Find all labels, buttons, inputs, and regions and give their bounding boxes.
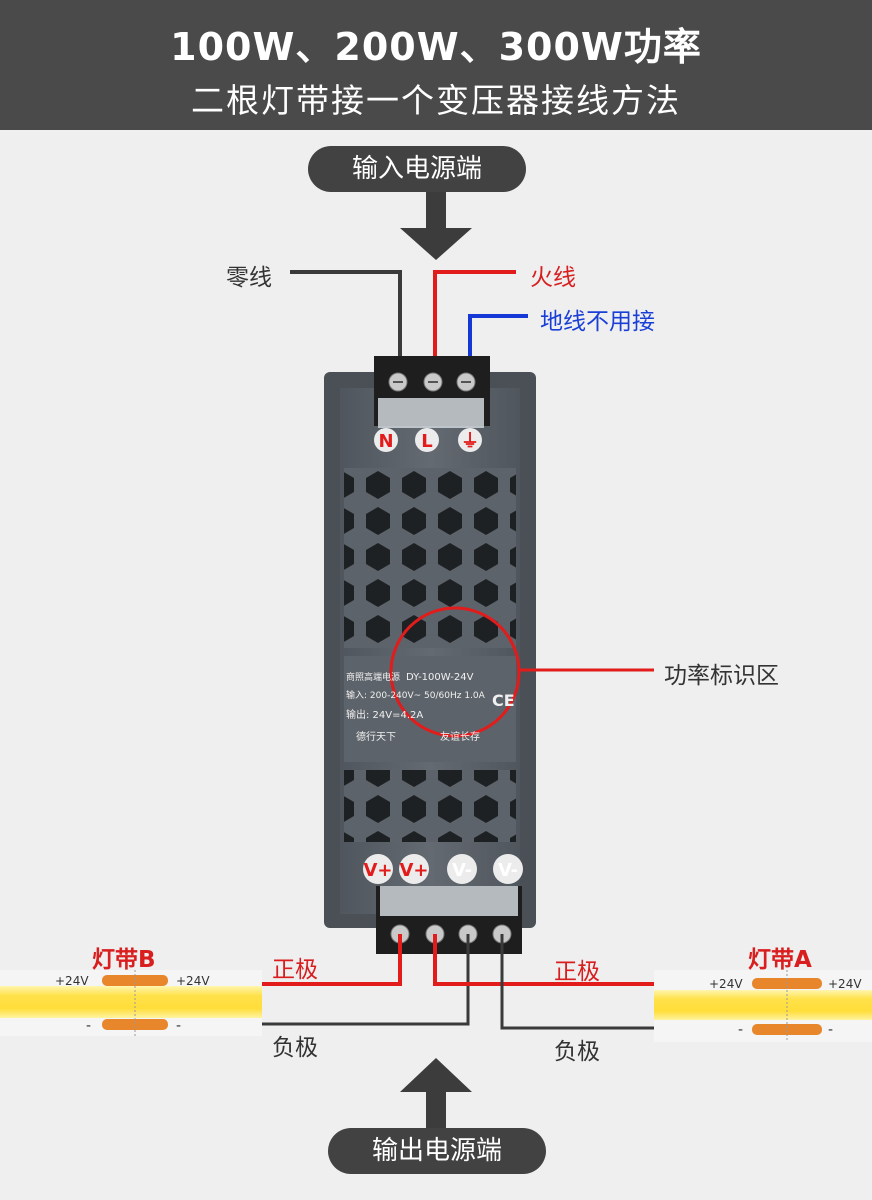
strip-b-positive-wire xyxy=(262,934,402,986)
terminal-v-minus-2: V- xyxy=(498,860,518,881)
strip-a-plus-left: +24V xyxy=(709,977,743,991)
strip-a-negative-wire xyxy=(500,934,654,1030)
strip-b-plus-right: +24V xyxy=(176,974,210,988)
strip-a-minus-left: - xyxy=(738,1022,743,1038)
power-supply-body xyxy=(324,372,536,928)
nameplate-slogan-left: 德行天下 xyxy=(356,730,396,743)
strip-b-title: 灯带B xyxy=(92,947,156,973)
nameplate-input: 输入: 200-240V~ 50/60Hz 1.0A xyxy=(346,689,486,701)
neutral-wire-label: 零线 xyxy=(226,265,272,291)
output-arrow-icon xyxy=(400,1058,472,1130)
terminal-v-plus-1: V+ xyxy=(363,860,392,881)
strip-b-negative-label: 负极 xyxy=(272,1035,318,1061)
strip-a-title: 灯带A xyxy=(748,947,812,973)
strip-a-minus-right: - xyxy=(828,1022,833,1038)
input-power-label: 输入电源端 xyxy=(308,146,526,192)
nameplate-output: 输出: 24V=4.2A xyxy=(346,708,423,721)
terminal-v-plus-2: V+ xyxy=(399,860,428,881)
ground-wire-label: 地线不用接 xyxy=(540,309,655,335)
strip-b-minus-right: - xyxy=(176,1018,181,1034)
terminal-v-minus-1: V- xyxy=(452,860,472,881)
power-mark-label: 功率标识区 xyxy=(664,663,779,689)
ce-mark: CE xyxy=(492,691,515,710)
strip-a-plus-right: +24V xyxy=(828,977,862,991)
output-power-label: 输出电源端 xyxy=(328,1128,546,1174)
nameplate-brand: 商照高端电源 xyxy=(346,671,400,683)
page-subtitle: 二根灯带接一个变压器接线方法 xyxy=(191,81,681,120)
top-terminal-labels: N L ⏚ xyxy=(374,428,482,452)
led-strip-b xyxy=(0,970,262,1036)
strip-a-negative-label: 负极 xyxy=(554,1039,600,1065)
strip-a-positive-label: 正极 xyxy=(554,959,600,985)
input-arrow-icon xyxy=(400,192,472,260)
nameplate-model: DY-100W-24V xyxy=(406,672,474,683)
strip-b-negative-wire xyxy=(262,934,470,1026)
terminal-l-label: L xyxy=(421,431,432,452)
output-terminal-block xyxy=(376,886,522,954)
terminal-ground-label: ⏚ xyxy=(461,431,479,452)
nameplate: 商照高端电源 DY-100W-24V 输入: 200-240V~ 50/60Hz… xyxy=(346,671,515,743)
power-mark-circle xyxy=(389,606,521,738)
nameplate-slogan-right: 友谊长存 xyxy=(440,730,480,743)
live-wire xyxy=(433,270,516,380)
header-banner: 100W、200W、300W功率 二根灯带接一个变压器接线方法 xyxy=(0,0,872,130)
live-wire-label: 火线 xyxy=(530,265,576,291)
strip-b-minus-left: - xyxy=(86,1018,91,1034)
page-title: 100W、200W、300W功率 xyxy=(170,25,702,69)
bottom-terminal-labels: V+ V+ V- V- xyxy=(363,854,523,884)
strip-b-plus-left: +24V xyxy=(55,974,89,988)
led-strip-a xyxy=(654,970,872,1042)
neutral-wire xyxy=(290,270,402,380)
terminal-n-label: N xyxy=(378,431,393,452)
input-terminal-block xyxy=(374,356,490,428)
strip-b-positive-label: 正极 xyxy=(272,957,318,983)
strip-a-positive-wire xyxy=(433,934,654,986)
